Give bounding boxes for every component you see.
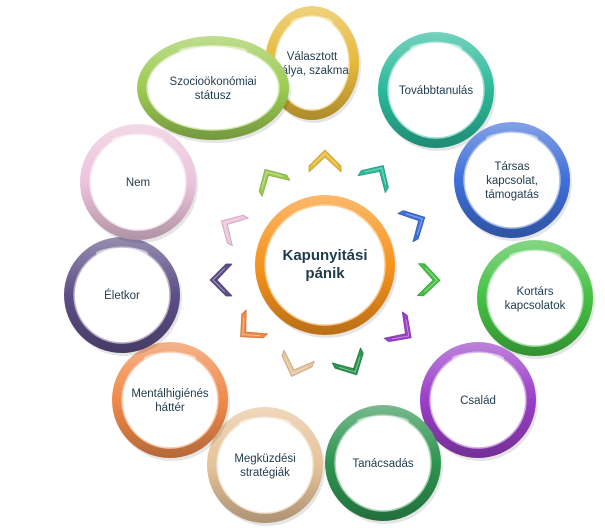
node-label: támogatás <box>485 189 539 201</box>
chevron-arrow-icon <box>357 165 389 194</box>
node-ring: Szocioökonómiai státusz <box>137 36 291 143</box>
chevron-arrow-icon <box>383 311 412 343</box>
center-label: pánik <box>305 265 345 282</box>
node-ring: Megküzdési stratégiák <box>207 407 325 526</box>
chevron-arrow-icon <box>331 347 364 376</box>
node-ring: Mentálhigiénés háttér <box>112 342 230 461</box>
node-label: Megküzdési <box>234 453 295 465</box>
node-label: Választott <box>287 51 338 63</box>
chevron-arrow-icon <box>281 349 315 377</box>
node-ring: Nem <box>80 124 198 243</box>
node-ring: Család <box>420 342 538 461</box>
node-label: pálya, szakma <box>275 65 349 77</box>
node-ring: Továbbtanulás <box>378 32 496 151</box>
chevron-arrow-icon <box>397 210 426 243</box>
node-label: Család <box>460 395 496 407</box>
node-ring: Tanácsadás <box>325 405 443 524</box>
node-label: Továbbtanulás <box>399 85 473 97</box>
node-label: státusz <box>195 90 232 102</box>
node-ring: Társas kapcsolat, támogatás <box>454 122 572 241</box>
nodes-layer: Választott pálya, szakmaTovábbtanulásTárs… <box>64 6 595 526</box>
chevron-arrow-icon <box>209 263 233 297</box>
chevron-arrow-icon <box>417 263 441 297</box>
node-label: stratégiák <box>240 467 290 479</box>
chevron-arrow-icon <box>240 309 269 339</box>
node-label: Társas <box>494 161 529 173</box>
node-label: kapcsolat, <box>486 175 538 187</box>
chevron-arrow-icon <box>308 149 342 173</box>
node-label: Kortárs <box>516 286 553 298</box>
chevron-arrow-icon <box>258 168 291 197</box>
chevron-arrow-icon <box>220 214 249 247</box>
node-label: háttér <box>155 402 185 414</box>
node-label: Nem <box>126 177 150 189</box>
arrows-layer <box>209 149 441 377</box>
center-label: Kapunyitási <box>282 247 367 264</box>
node-label: Mentálhigiénés <box>131 388 209 400</box>
node-label: kapcsolatok <box>505 300 566 312</box>
node-ring: Kortárs kapcsolatok <box>477 240 595 359</box>
node-label: Tanácsadás <box>352 458 414 470</box>
node-label: Szocioökonómiai <box>170 76 257 88</box>
node-ring: Életkor <box>64 237 182 356</box>
node-label: Életkor <box>104 289 140 302</box>
